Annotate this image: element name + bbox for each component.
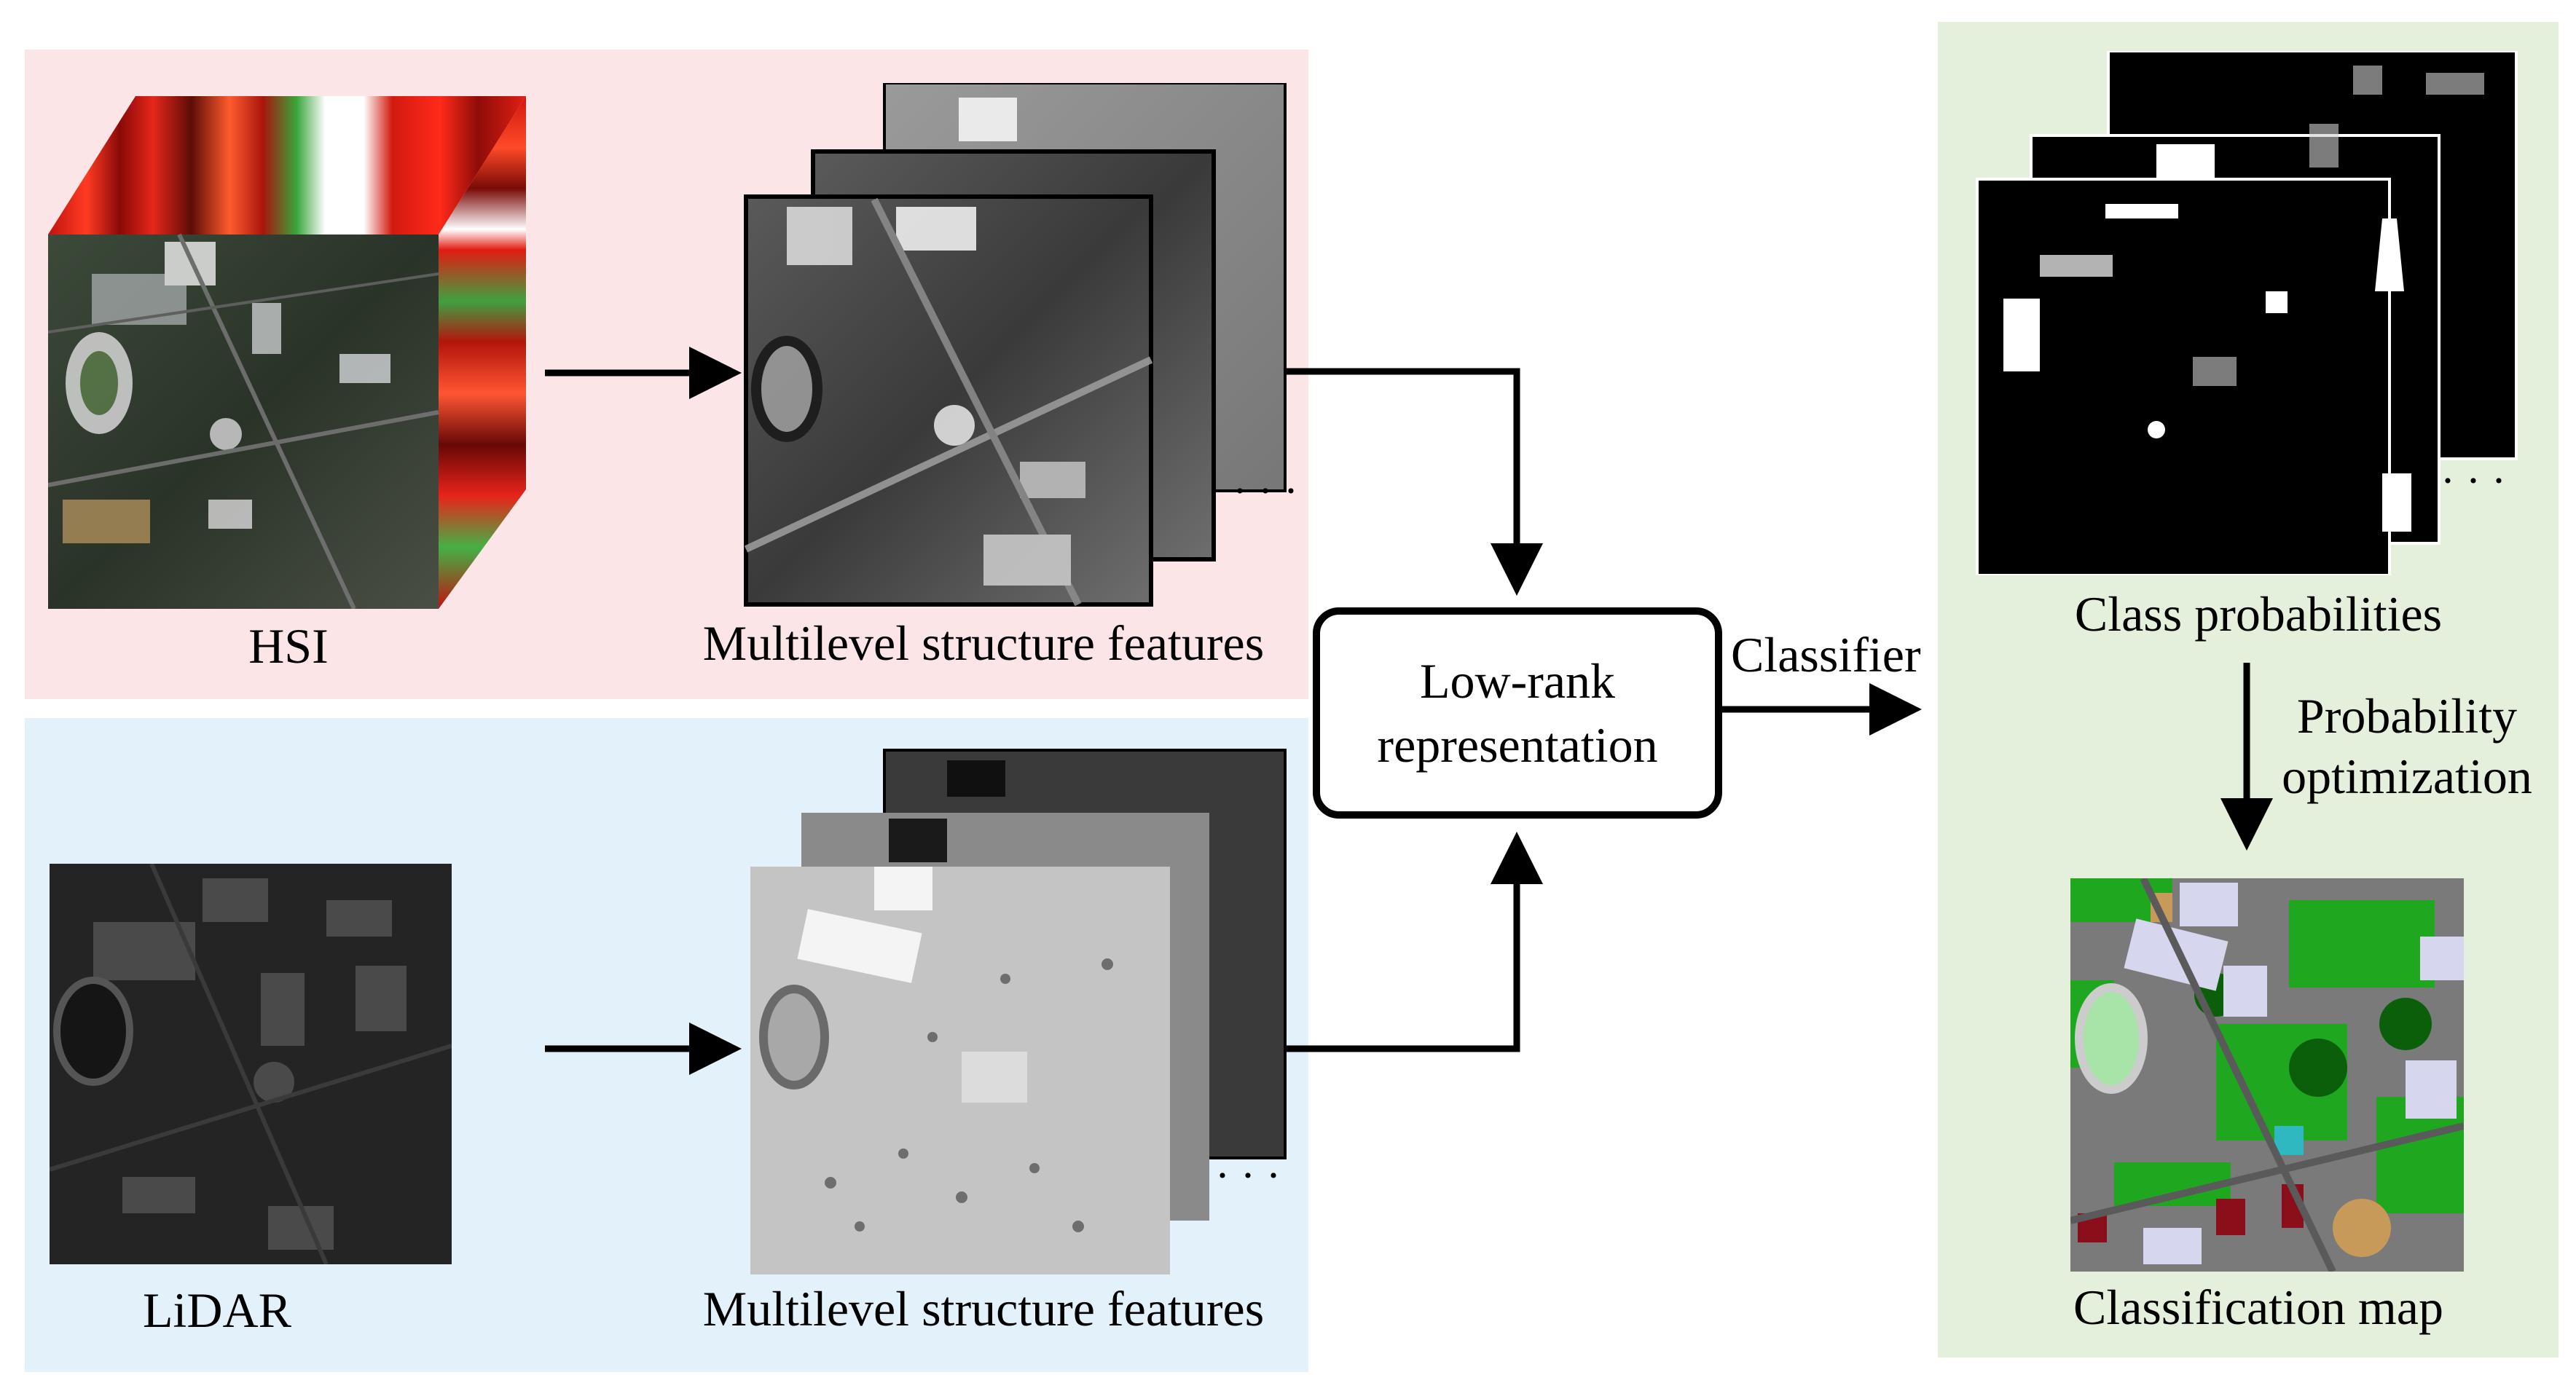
probability-optimization-label: Probability optimization [2261,689,2553,804]
hsi-features-label: Multilevel structure features [702,615,1265,671]
low-rank-representation-box: Low-rank representation [1313,607,1722,819]
lowrank-line2: representation [1377,717,1658,773]
arrow-hsi-features-to-lowrank [1287,368,1543,596]
lidar-image-icon [49,862,452,1266]
arrow-lidar-features-to-lowrank [1287,832,1543,1052]
lidar-features-label: Multilevel structure features [702,1281,1265,1336]
lidar-label: LiDAR [143,1282,291,1338]
prob-opt-line1: Probability [2296,688,2518,744]
class-probabilities-label: Class probabilities [2074,586,2443,642]
prob-opt-line2: optimization [2282,748,2532,804]
hsi-label: HSI [248,618,329,674]
classification-map-icon [2069,876,2465,1274]
hsi-stack-ellipsis: · · · [1233,467,1298,515]
class-probability-stack-icon: · · · [1974,50,2535,577]
lowrank-line1: Low-rank [1419,653,1616,709]
hsi-cube-icon [47,92,536,610]
lidar-stack-ellipsis: · · · [1215,1151,1281,1199]
hsi-feature-stack-icon: · · · [743,82,1304,607]
classifier-label: Classifier [1731,627,1921,682]
probability-stack-ellipsis: · · · [2440,457,2506,505]
classification-map-label: Classification map [2073,1280,2443,1335]
lidar-feature-stack-icon: · · · [743,746,1304,1277]
